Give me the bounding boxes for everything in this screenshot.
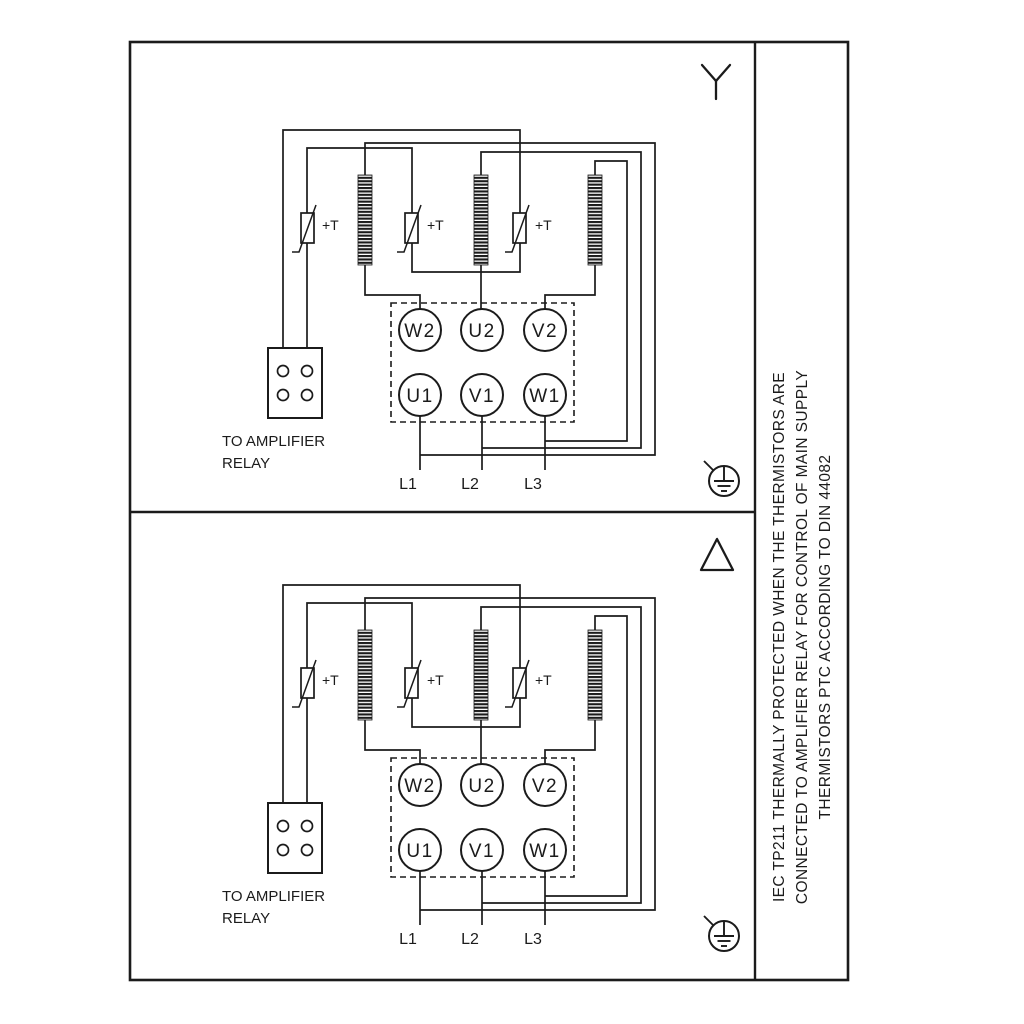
delta-connection-icon xyxy=(699,537,735,572)
note-line-1: IEC TP211 THERMALLY PROTECTED WHEN THE T… xyxy=(771,372,788,902)
delta-connection-half xyxy=(221,584,740,952)
note-line-2: CONNECTED TO AMPLIFIER RELAY FOR CONTROL… xyxy=(794,370,811,904)
star-connection-half xyxy=(221,129,740,497)
star-connection-icon xyxy=(700,63,732,101)
right-panel-note: IEC TP211 THERMALLY PROTECTED WHEN THE T… xyxy=(771,370,834,904)
note-line-3: THERMISTORS PTC ACCORDING TO DIN 44082 xyxy=(817,455,834,820)
